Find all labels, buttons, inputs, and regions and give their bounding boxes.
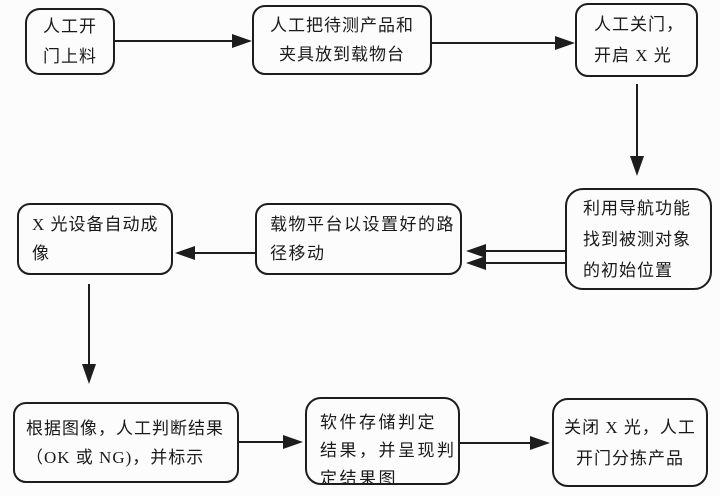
node-line: 定结果图 [320, 469, 398, 485]
node-stage-move-path: 载物平台以设置好的路 径移动 [255, 203, 462, 275]
node-manual-judge-result: 根据图像，人工判断结果 （OK 或 NG)，并标示 [13, 402, 239, 483]
node-line: 开门分拣产品 [576, 448, 684, 468]
arrow-store-to-sort-head-icon [530, 436, 550, 450]
node-software-store-result: 软件存储判定 结果，并呈现判 定结果图 [305, 397, 460, 485]
node-manual-load: 人工开 门上料 [25, 8, 115, 75]
arrow-judge-to-store-line [239, 441, 285, 443]
node-line: 人工开 [43, 16, 97, 36]
node-close-door-xray-on: 人工关门， 开启 X 光 [575, 3, 698, 77]
arrow-navigate-to-stage-upper-line [486, 250, 565, 252]
arrow-closedoor-to-navigate-head-icon [630, 156, 644, 176]
arrow-place-to-closedoor-head-icon [555, 36, 575, 50]
node-line: 根据图像，人工判断结果 [26, 418, 224, 438]
arrow-navigate-to-stage-upper-head-icon [466, 244, 486, 258]
node-line: 人工关门， [594, 15, 684, 34]
node-navigate-initial-position: 利用导航功能 找到被测对象 的初始位置 [565, 188, 712, 290]
arrow-load-to-place-line [115, 40, 234, 42]
arrow-stage-to-imaging-line [195, 252, 255, 254]
arrow-navigate-to-stage-lower-head-icon [466, 256, 486, 270]
arrow-stage-to-imaging-head-icon [175, 246, 195, 260]
arrow-imaging-to-judge-line [88, 284, 90, 366]
arrow-store-to-sort-line [460, 442, 532, 444]
arrow-imaging-to-judge-head-icon [82, 364, 96, 384]
node-line: X 光设备自动成 [32, 215, 159, 234]
node-line: 利用导航功能 [583, 198, 691, 218]
node-line: （OK 或 NG)，并标示 [26, 447, 205, 467]
node-line: 径移动 [270, 244, 326, 263]
node-line: 开启 X 光 [594, 46, 672, 65]
arrow-place-to-closedoor-line [430, 42, 557, 44]
arrow-load-to-place-head-icon [232, 34, 252, 48]
node-line: 夹具放到载物台 [279, 45, 405, 64]
node-line: 像 [32, 244, 50, 263]
node-line: 人工把待测产品和 [270, 16, 414, 35]
node-line: 的初始位置 [583, 260, 673, 280]
node-xray-off-sort-product: 关闭 X 光，人工 开门分拣产品 [552, 398, 708, 487]
node-line: 找到被测对象 [583, 229, 691, 249]
node-line: 软件存储判定 [320, 413, 437, 432]
arrow-navigate-to-stage-lower-line [486, 262, 565, 264]
node-xray-auto-imaging: X 光设备自动成 像 [17, 203, 173, 275]
node-place-product: 人工把待测产品和 夹具放到载物台 [252, 5, 432, 75]
node-line: 载物平台以设置好的路 [270, 215, 455, 234]
arrow-judge-to-store-head-icon [283, 435, 303, 449]
node-line: 门上料 [43, 46, 97, 66]
arrow-closedoor-to-navigate-line [636, 84, 638, 158]
node-line: 关闭 X 光，人工 [564, 417, 696, 437]
node-line: 结果，并呈现判 [320, 441, 457, 460]
